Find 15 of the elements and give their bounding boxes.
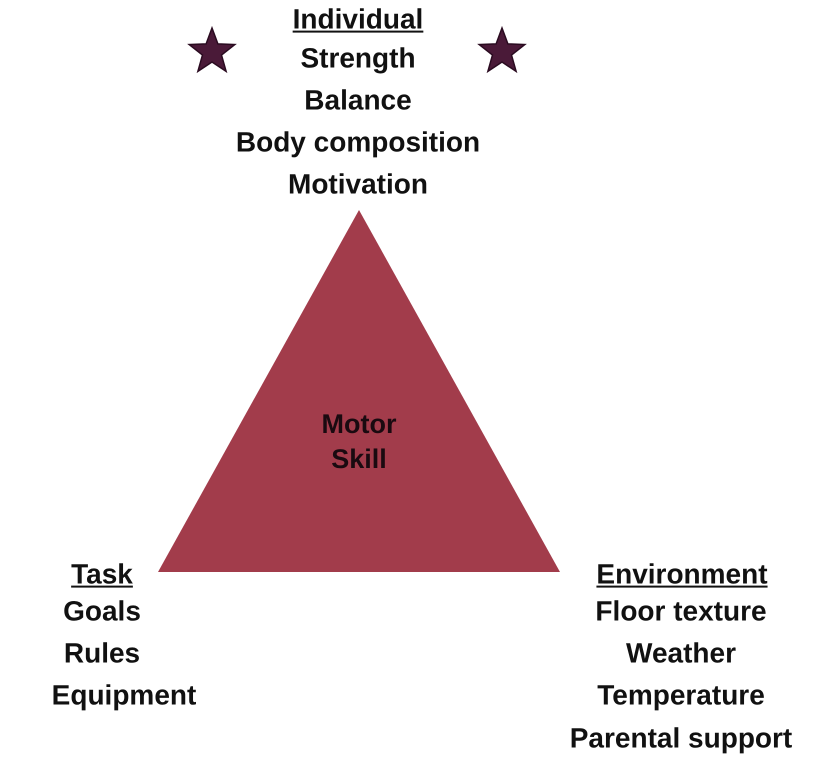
list-item: Motivation bbox=[288, 170, 428, 200]
list-item: Floor texture bbox=[595, 596, 767, 628]
heading: Environment bbox=[596, 560, 768, 590]
heading: Individual bbox=[292, 4, 424, 36]
list-item: Goals bbox=[63, 596, 141, 628]
list-item: Rules bbox=[64, 638, 140, 670]
heading: Task bbox=[71, 560, 133, 590]
list-item: Body composition bbox=[236, 128, 480, 158]
list-item: Temperature bbox=[597, 680, 765, 712]
list-item: Balance bbox=[304, 86, 412, 116]
list-item: Strength bbox=[300, 44, 416, 74]
list-item: Weather bbox=[626, 638, 736, 670]
list-item: Equipment bbox=[52, 680, 196, 712]
list-item: Parental support bbox=[570, 724, 792, 754]
node-label: Motor Skill bbox=[320, 408, 398, 476]
